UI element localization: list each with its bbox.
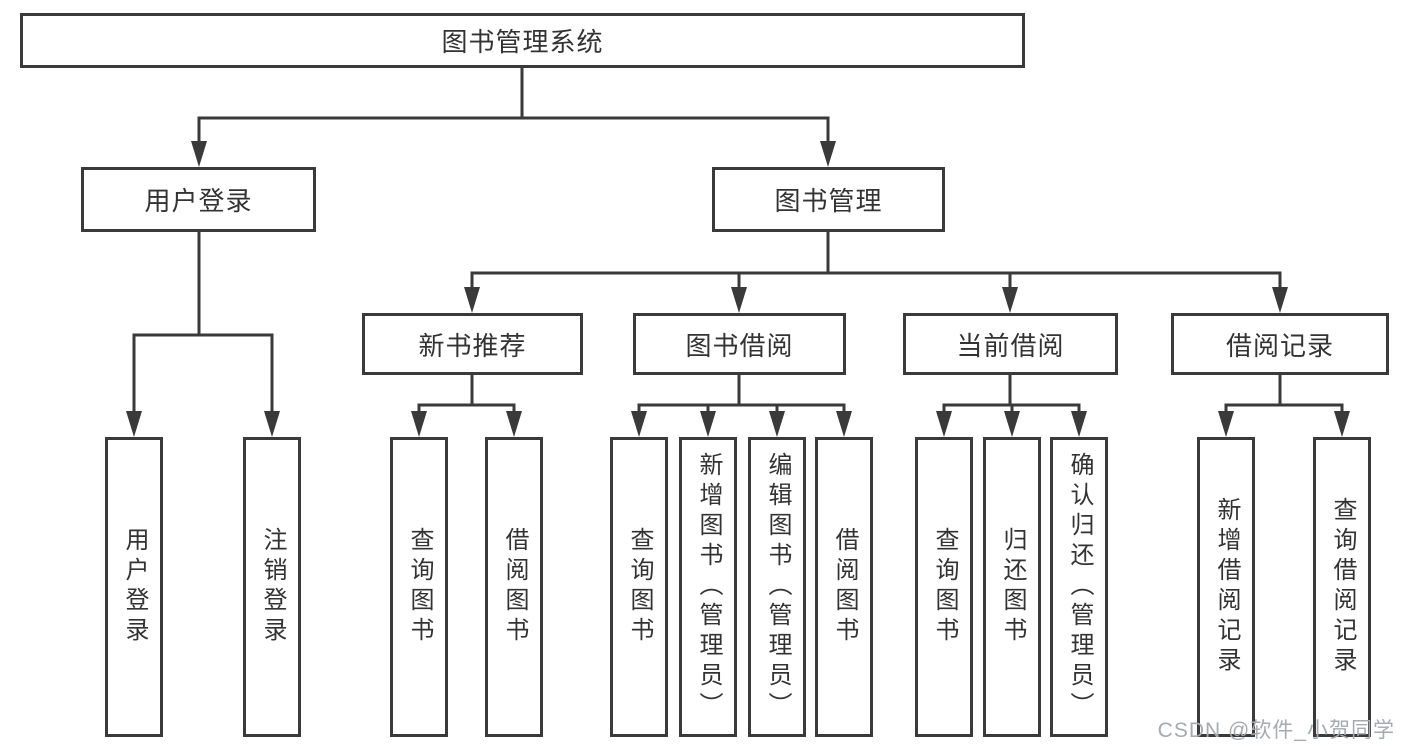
node-system-root: 图书管理系统 xyxy=(20,13,1025,68)
node-user-login-action: 用户登录 xyxy=(105,437,163,737)
node-edit-book-admin: 编辑图书（管理员） xyxy=(748,437,806,737)
node-label: 查询图书 xyxy=(931,527,958,647)
node-label: 当前借阅 xyxy=(956,330,1065,361)
node-label: 用户登录 xyxy=(121,527,148,647)
node-add-borrow-record: 新增借阅记录 xyxy=(1197,437,1255,737)
node-label: 借阅记录 xyxy=(1225,330,1334,361)
node-label: 借阅图书 xyxy=(501,527,528,647)
node-label: 注销登录 xyxy=(259,527,286,647)
arrowhead-icons xyxy=(126,141,1350,437)
node-query-books-current: 查询图书 xyxy=(915,437,973,737)
node-label: 图书借阅 xyxy=(685,330,794,361)
node-query-borrow-record: 查询借阅记录 xyxy=(1313,437,1371,737)
node-return-books: 归还图书 xyxy=(983,437,1041,737)
watermark-text: CSDN @软件_小贺同学 xyxy=(1157,719,1395,742)
node-label: 归还图书 xyxy=(999,527,1026,647)
node-label: 新增图书（管理员） xyxy=(695,452,722,722)
node-label: 借阅图书 xyxy=(831,527,858,647)
node-label: 图书管理 xyxy=(774,186,883,216)
node-label: 新增借阅记录 xyxy=(1213,497,1240,677)
node-confirm-return-admin: 确认归还（管理员） xyxy=(1050,437,1108,737)
node-user-login: 用户登录 xyxy=(81,167,316,232)
node-label: 编辑图书（管理员） xyxy=(764,452,791,722)
node-label: 确认归还（管理员） xyxy=(1066,452,1093,722)
node-label: 查询借阅记录 xyxy=(1329,497,1356,677)
node-borrowing-records: 借阅记录 xyxy=(1171,313,1389,375)
node-label: 查询图书 xyxy=(406,527,433,647)
node-new-book-recommend: 新书推荐 xyxy=(362,313,583,375)
node-logout-action: 注销登录 xyxy=(243,437,301,737)
node-current-borrowing: 当前借阅 xyxy=(903,313,1118,375)
node-label: 用户登录 xyxy=(144,186,253,216)
tree-connectors xyxy=(132,66,1344,416)
node-query-books-recommend: 查询图书 xyxy=(390,437,448,737)
node-borrow-books-recommend: 借阅图书 xyxy=(485,437,543,737)
node-label: 查询图书 xyxy=(626,527,653,647)
node-query-books-borrowing: 查询图书 xyxy=(610,437,668,737)
node-add-book-admin: 新增图书（管理员） xyxy=(679,437,737,737)
node-book-management: 图书管理 xyxy=(712,167,945,232)
node-borrow-books: 借阅图书 xyxy=(815,437,873,737)
node-label: 图书管理系统 xyxy=(441,27,604,57)
node-label: 新书推荐 xyxy=(418,330,527,361)
node-book-borrowing: 图书借阅 xyxy=(633,313,846,375)
